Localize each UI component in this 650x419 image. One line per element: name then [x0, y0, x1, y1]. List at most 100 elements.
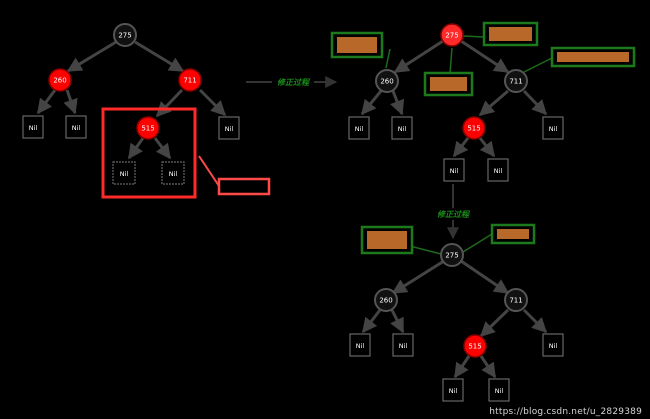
edge [153, 137, 172, 160]
nil-label: Nil [450, 167, 459, 175]
nil-label: Nil [549, 342, 558, 350]
node-515: 515 [136, 116, 160, 140]
watermark: https://blog.csdn.net/u_2829389 [489, 407, 642, 417]
edge [479, 308, 510, 338]
nil-leaf: Nil [65, 115, 87, 139]
node-275: 275 [113, 23, 137, 47]
node-label: 260 [379, 297, 392, 305]
note-connector [385, 48, 391, 69]
note-connector [462, 35, 485, 38]
node-label: 260 [380, 78, 393, 86]
edge [66, 40, 117, 73]
transition-arrow: 修正过程 [246, 76, 338, 88]
node-label: 275 [445, 32, 458, 40]
edge [453, 355, 471, 379]
node-260: 260 [375, 69, 399, 93]
callout-box [217, 177, 271, 196]
annotation-note [360, 225, 414, 255]
nil-label: Nil [494, 167, 503, 175]
nil-label: Nil [355, 125, 364, 133]
node-711: 711 [504, 288, 528, 312]
annotation-note [550, 46, 636, 68]
nil-label: Nil [225, 125, 234, 133]
nil-label: Nil [399, 342, 408, 350]
nil-label: Nil [449, 387, 458, 395]
annotation-note [482, 21, 539, 47]
node-label: 711 [183, 77, 196, 85]
edge [479, 355, 497, 379]
highlight-box [101, 107, 197, 199]
node-label: 275 [445, 252, 458, 260]
edge [478, 89, 509, 117]
edge [360, 90, 383, 116]
nil-label: Nil [495, 387, 504, 395]
nil-label: Nil [72, 124, 81, 132]
edge [390, 309, 405, 334]
node-label: 711 [509, 297, 522, 305]
nil-label: Nil [549, 125, 558, 133]
edge [63, 89, 78, 115]
edge [155, 88, 184, 118]
fixed-tree-step-2: 275 260 711 515 Nil Nil Nil Nil [349, 223, 564, 402]
edge [390, 90, 405, 116]
edge [361, 309, 382, 334]
nil-label: Nil [29, 124, 38, 132]
edge [198, 88, 227, 117]
edge [393, 39, 444, 74]
nil-leaf: Nil [488, 378, 510, 402]
nil-label: Nil [356, 342, 365, 350]
nil-leaf: Nil [487, 158, 509, 182]
node-label: 711 [509, 78, 522, 86]
node-label: 515 [467, 125, 480, 133]
nil-leaf: Nil [112, 161, 136, 185]
edge [134, 40, 185, 73]
nil-leaf: Nil [349, 333, 371, 357]
edge [36, 89, 57, 115]
nil-label: Nil [169, 170, 178, 178]
callout-arrow [198, 155, 220, 187]
edge [460, 259, 510, 295]
nil-leaf: Nil [391, 116, 413, 140]
transition-label: 修正过程 [277, 78, 311, 87]
node-275: 275 [440, 243, 464, 267]
node-515: 515 [463, 334, 487, 358]
edge [460, 39, 510, 74]
edge [522, 308, 548, 334]
note-connector [449, 47, 453, 74]
nil-leaf: Nil [348, 116, 370, 140]
note-connector [462, 233, 493, 253]
node-label: 515 [141, 125, 154, 133]
original-tree: 275 260 711 515 Nil Nil Nil Nil [22, 23, 271, 199]
edge [478, 137, 496, 158]
node-label: 275 [118, 32, 131, 40]
node-275: 275 [440, 23, 464, 47]
annotation-note [330, 31, 384, 59]
nil-label: Nil [398, 125, 407, 133]
node-260: 260 [48, 68, 72, 92]
nil-leaf: Nil [542, 333, 564, 357]
note-connector [523, 57, 553, 73]
fixed-tree-step-1: 275 260 711 515 Nil Nil Nil Nil [330, 21, 636, 182]
transition-arrow-down: 修正过程 [431, 184, 475, 240]
annotation-note [423, 71, 474, 97]
nil-leaf: Nil [161, 161, 185, 185]
nil-label: Nil [120, 170, 129, 178]
nil-leaf: Nil [218, 116, 240, 140]
transition-label: 修正过程 [437, 210, 471, 219]
node-515: 515 [462, 116, 486, 140]
edge [127, 137, 145, 160]
node-label: 260 [53, 77, 66, 85]
nil-leaf: Nil [22, 115, 44, 139]
annotation-note [490, 223, 536, 245]
node-260: 260 [374, 288, 398, 312]
nil-leaf: Nil [392, 333, 414, 357]
nil-leaf: Nil [443, 158, 465, 182]
edge [522, 89, 548, 116]
edge [452, 137, 470, 158]
edge [391, 259, 445, 295]
node-711: 711 [178, 68, 202, 92]
node-711: 711 [504, 69, 528, 93]
nil-leaf: Nil [442, 378, 464, 402]
node-label: 515 [468, 343, 481, 351]
